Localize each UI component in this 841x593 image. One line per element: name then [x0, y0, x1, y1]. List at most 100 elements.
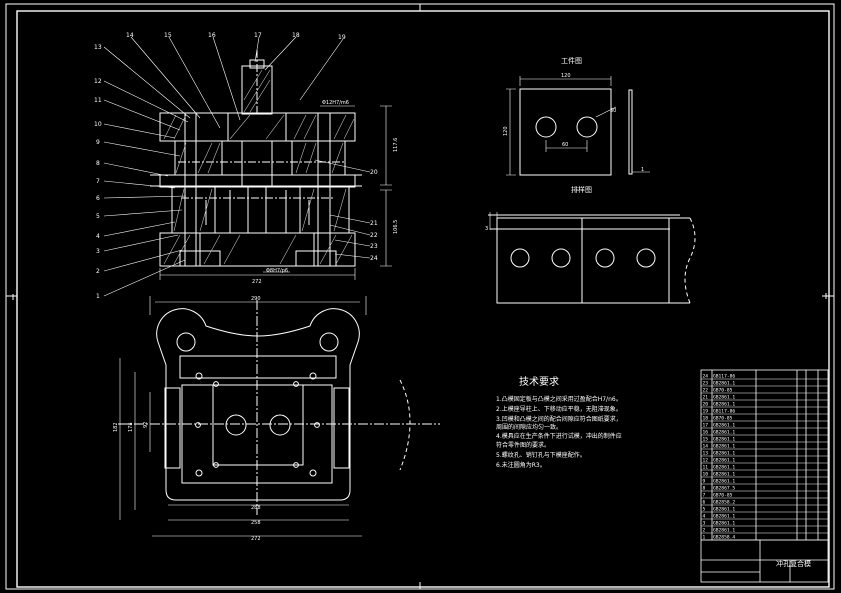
parts-list-row: GB2858.4 [713, 534, 735, 540]
part-label-4: 4 [96, 233, 100, 240]
center-marks [6, 4, 834, 589]
parts-list-row-number: 22 [703, 387, 709, 393]
dim-plan-left-3: 92 [143, 422, 149, 428]
technical-requirements: 技术要求 1.凸模固定板与凸模之间采用过盈配合H7/n6。 2.上模座导柱上、下… [496, 375, 622, 469]
requirement-line: 4.模具应在生产条件下进行试模，冲出的制件应 [496, 432, 622, 440]
dim-layout-left: 3 [485, 226, 488, 232]
dim-workpiece-pitch: 60 [562, 142, 568, 148]
parts-list-row: GB2861.1 [713, 457, 735, 463]
part-label-11: 11 [94, 97, 102, 104]
part-number-labels: 1 2 3 4 5 6 7 8 9 10 11 12 13 14 15 16 1… [94, 32, 378, 300]
parts-list-row-number: 21 [703, 394, 709, 400]
part-label-23: 23 [370, 243, 378, 250]
workpiece-view-title: 工件图 [561, 56, 582, 65]
parts-list-row: GB2861.1 [713, 506, 735, 512]
layout-view [488, 212, 696, 304]
part-label-10: 10 [94, 121, 102, 128]
parts-list-row-number: 6 [703, 499, 706, 505]
parts-list-row-number: 24 [703, 373, 709, 379]
parts-list-rows: GB117-8624GB2861.123GB70-8522GB2861.121G… [703, 373, 736, 540]
view-titles: 工件图 排样图 [561, 56, 592, 194]
parts-list-row-number: 14 [703, 443, 709, 449]
parts-list-row-number: 16 [703, 429, 709, 435]
part-label-8: 8 [96, 160, 100, 167]
requirement-line: 5.螺纹孔、销钉孔与下模座配作。 [496, 451, 586, 459]
part-label-17: 17 [254, 32, 262, 39]
parts-list-row: GB2861.1 [713, 471, 735, 477]
part-label-15: 15 [164, 32, 172, 39]
dim-plan-top: 290 [251, 296, 261, 302]
dim-section-fit-bottom: Φ8H7/p6 [266, 268, 288, 274]
requirement-line: 3.凹模和凸模之间的配合间隙应符合图纸要求， [496, 415, 622, 423]
part-label-21: 21 [370, 220, 378, 227]
part-label-12: 12 [94, 78, 102, 85]
part-label-19: 19 [338, 34, 346, 41]
parts-list-row: GB2861.1 [713, 527, 735, 533]
parts-list-row: GB2861.1 [713, 436, 735, 442]
requirement-line: 符合零件图的要求。 [496, 441, 550, 449]
parts-list-row-number: 3 [703, 520, 706, 526]
dim-section-lower: 106.5 [393, 220, 399, 234]
workpiece-view [506, 76, 650, 176]
parts-list-row: GB2867.5 [713, 485, 735, 491]
parts-list-row: GB70-85 [713, 387, 733, 393]
parts-list-row-lines [701, 378, 828, 541]
title-block-name: 冲孔复合模 [776, 559, 811, 568]
parts-list-row: GB2861.1 [713, 450, 735, 456]
requirements-title: 技术要求 [519, 375, 559, 388]
part-label-24: 24 [370, 255, 378, 262]
parts-list-row: GB2861.1 [713, 380, 735, 386]
parts-list-row: GB117-86 [713, 408, 735, 414]
parts-list-row-number: 8 [703, 485, 706, 491]
dim-plan-bottom-1: 288 [251, 505, 261, 511]
part-label-1: 1 [96, 293, 100, 300]
part-label-6: 6 [96, 195, 100, 202]
parts-list-row: GB2858.2 [713, 499, 735, 505]
parts-list-row-number: 15 [703, 436, 709, 442]
parts-list-row-number: 13 [703, 450, 709, 456]
dim-workpiece-hole: 30 [610, 108, 616, 114]
parts-list-row: GB2861.1 [713, 464, 735, 470]
requirement-line: 1.凸模固定板与凸模之间采用过盈配合H7/n6。 [496, 395, 622, 403]
parts-list-row: GB2861.1 [713, 443, 735, 449]
dim-workpiece-height: 120 [503, 126, 509, 136]
parts-list-row-number: 20 [703, 401, 709, 407]
part-label-5: 5 [96, 213, 100, 220]
parts-list-row: GB2861.1 [713, 513, 735, 519]
parts-list-row: GB2861.1 [713, 429, 735, 435]
plan-screws [195, 372, 320, 477]
plan-view [118, 296, 440, 537]
parts-list-row: GB70-85 [713, 492, 733, 498]
part-label-2: 2 [96, 268, 100, 275]
leader-lines [103, 36, 371, 297]
parts-list-row-number: 17 [703, 422, 709, 428]
parts-list-row: GB2861.1 [713, 478, 735, 484]
part-label-7: 7 [96, 178, 100, 185]
requirement-line: 6.未注圆角为R3。 [496, 461, 546, 469]
parts-list-row-number: 9 [703, 478, 706, 484]
dim-section-height: 117.6 [393, 138, 399, 152]
parts-list-table [700, 369, 829, 583]
parts-list-row-number: 18 [703, 415, 709, 421]
requirement-line: 2.上模座导柱上、下移动应平稳，无阻滞现象。 [496, 405, 622, 413]
section-view [150, 50, 362, 267]
dim-section-width: 272 [252, 279, 262, 285]
part-label-3: 3 [96, 248, 100, 255]
parts-list-row-number: 10 [703, 471, 709, 477]
part-label-22: 22 [370, 232, 378, 239]
inner-border [16, 10, 830, 588]
parts-list-row-number: 12 [703, 457, 709, 463]
dim-plan-bottom-3: 272 [251, 536, 261, 542]
parts-list-row: GB70-85 [713, 415, 733, 421]
dim-workpiece-width: 120 [561, 73, 571, 79]
requirement-line: 周围的间隙应均匀一致。 [496, 423, 562, 431]
outer-border [5, 3, 835, 590]
parts-list-row: GB2861.1 [713, 520, 735, 526]
part-label-18: 18 [292, 32, 300, 39]
parts-list-row-number: 7 [703, 492, 706, 498]
part-label-20: 20 [370, 169, 378, 176]
dimension-labels: 272 Φ8H7/p6 Φ12H7/m6 117.6 106.5 290 288… [113, 73, 644, 542]
part-label-16: 16 [208, 32, 216, 39]
dim-plan-left-1: 182 [113, 422, 119, 432]
